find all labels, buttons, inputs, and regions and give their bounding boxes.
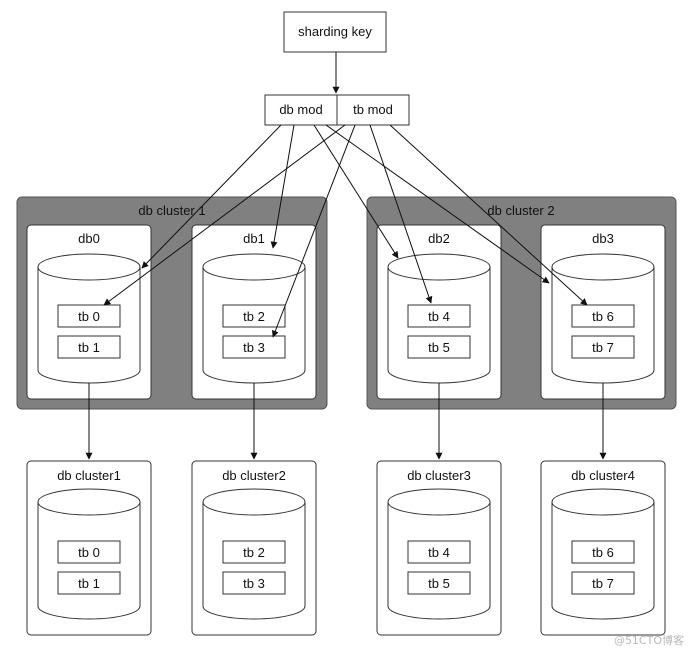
table-tb0 (57, 304, 121, 328)
arrow-tbmod-tb3 (272, 124, 356, 338)
bottom-cluster-2-label: db cluster2 (222, 468, 286, 483)
db3-node: db3 tb 6 tb 7 (540, 224, 666, 400)
table-label: tb 7 (592, 576, 614, 591)
cluster-2-label: db cluster 2 (487, 203, 554, 218)
tb-mod-box (336, 94, 410, 126)
arrows (85, 52, 607, 460)
table-tb3-bottom (222, 571, 286, 595)
table-label: tb 4 (428, 309, 450, 324)
table-label: tb 2 (243, 309, 265, 324)
table-tb4 (407, 304, 471, 328)
bottom-cluster-3-cylinder (387, 488, 491, 620)
watermark: @51CTO博客 (614, 633, 684, 647)
table-label: tb 0 (78, 545, 100, 560)
db0-node: db0 tb 0 tb 1 (26, 224, 152, 400)
table-tb7 (571, 335, 635, 359)
table-tb5-bottom (407, 571, 471, 595)
table-tb4-bottom (407, 540, 471, 564)
arrow-tbmod-tb6 (389, 124, 588, 306)
table-label: tb 0 (78, 309, 100, 324)
table-label: tb 6 (592, 545, 614, 560)
cluster-1-label: db cluster 1 (138, 203, 205, 218)
bottom-cluster-1-cylinder (37, 488, 141, 620)
table-tb2 (222, 304, 286, 328)
table-label: tb 1 (78, 340, 100, 355)
bottom-cluster-2-cylinder (202, 488, 306, 620)
sharding-key-node: sharding key (283, 11, 387, 53)
bottom-cluster-3-label: db cluster3 (407, 468, 471, 483)
table-tb3 (222, 335, 286, 359)
sharding-key-label: sharding key (298, 24, 372, 39)
table-tb0-bottom (57, 540, 121, 564)
table-tb1 (57, 335, 121, 359)
table-label: tb 7 (592, 340, 614, 355)
table-label: tb 5 (428, 340, 450, 355)
db-mod-label: db mod (279, 102, 322, 117)
db2-node: db2 tb 4 tb 5 (376, 224, 502, 400)
table-tb1-bottom (57, 571, 121, 595)
bottom-cluster-4: db cluster4 tb 6 tb 7 (540, 460, 666, 636)
db-mod-box (264, 94, 338, 126)
bottom-cluster-1-label: db cluster1 (57, 468, 121, 483)
arrow-dbmod-db0 (141, 124, 282, 269)
db3-label: db3 (592, 231, 614, 246)
cluster-2: db cluster 2 db2 tb 4 tb 5 db3 (366, 196, 677, 410)
mod-nodes: db mod tb mod (264, 94, 410, 126)
table-label: tb 5 (428, 576, 450, 591)
cluster-1: db cluster 1 db0 tb 0 tb 1 db1 (16, 196, 328, 410)
table-tb7-bottom (571, 571, 635, 595)
table-label: tb 6 (592, 309, 614, 324)
arrow-tbmod-tb4 (369, 124, 433, 304)
db0-label: db0 (78, 231, 100, 246)
db1-label: db1 (243, 231, 265, 246)
tb-mod-label: tb mod (353, 102, 393, 117)
db1-node: db1 tb 2 tb 3 (191, 224, 317, 400)
table-label: tb 1 (78, 576, 100, 591)
bottom-cluster-4-label: db cluster4 (571, 468, 635, 483)
bottom-cluster-1: db cluster1 tb 0 tb 1 (26, 460, 152, 636)
table-label: tb 2 (243, 545, 265, 560)
db2-label: db2 (428, 231, 450, 246)
bottom-cluster-3: db cluster3 tb 4 tb 5 (376, 460, 502, 636)
arrow-tbmod-tb0 (103, 124, 346, 306)
table-tb6-bottom (571, 540, 635, 564)
table-label: tb 3 (243, 340, 265, 355)
bottom-cluster-4-cylinder (551, 488, 655, 620)
table-label: tb 3 (243, 576, 265, 591)
arrow-dbmod-db1 (270, 124, 295, 249)
arrow-dbmod-db2 (313, 124, 399, 259)
table-label: tb 4 (428, 545, 450, 560)
bottom-cluster-2: db cluster2 tb 2 tb 3 (191, 460, 317, 636)
table-tb2-bottom (222, 540, 286, 564)
table-tb6 (571, 304, 635, 328)
table-tb5 (407, 335, 471, 359)
arrow-dbmod-db3 (325, 124, 550, 284)
